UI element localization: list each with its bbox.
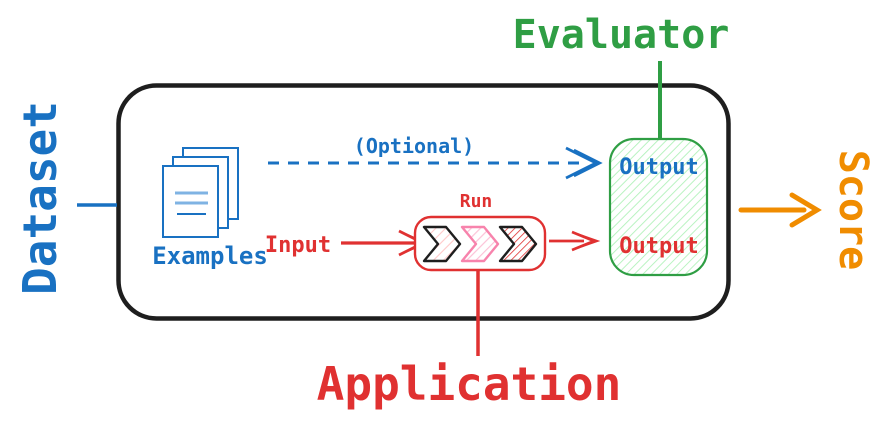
input-arrow — [341, 229, 429, 257]
run-chevron-2 — [460, 225, 500, 263]
run-output-arrow — [549, 230, 601, 252]
evaluator-output-box — [608, 137, 709, 277]
score-arrow — [738, 192, 822, 228]
run-box — [413, 215, 547, 272]
evaluator-label: Evaluator — [512, 12, 730, 58]
score-label: Score — [830, 149, 876, 271]
run-chevron-1 — [422, 225, 462, 263]
optional-dashed-arrow — [268, 146, 603, 180]
run-label: Run — [459, 191, 493, 212]
examples-label: Examples — [152, 242, 268, 270]
run-chevron-3 — [498, 225, 538, 263]
examples-documents-icon — [162, 147, 239, 238]
application-output-label: Output — [619, 234, 699, 259]
dataset-label: Dataset — [13, 101, 67, 295]
input-label: Input — [264, 233, 332, 258]
application-label: Application — [316, 357, 622, 411]
experiment-frame-box — [116, 83, 731, 321]
evaluator-output-label: Output — [619, 155, 699, 180]
optional-label: (Optional) — [353, 134, 475, 158]
